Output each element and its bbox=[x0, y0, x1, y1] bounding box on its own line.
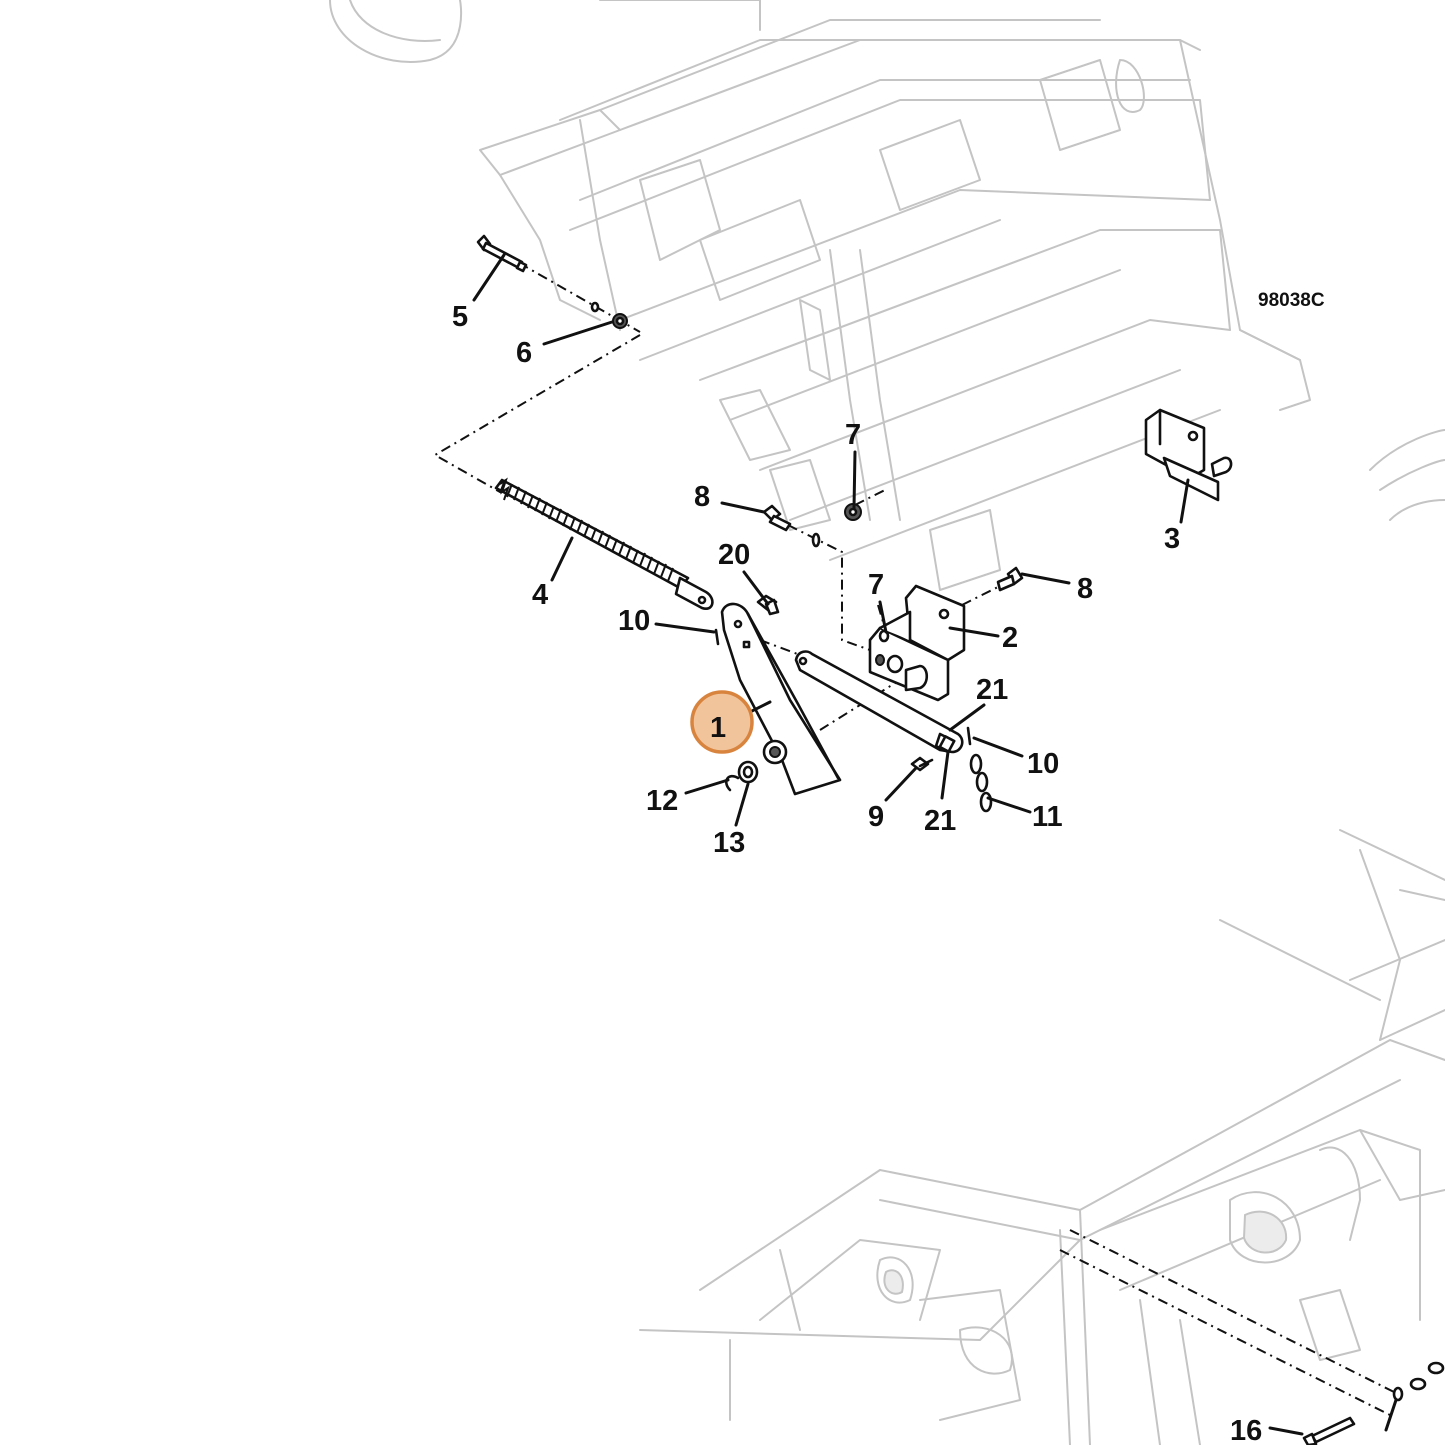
callout-7-lower[interactable]: 7 bbox=[868, 569, 884, 601]
pin-part-16[interactable] bbox=[1302, 1416, 1356, 1445]
ring-small bbox=[811, 532, 821, 548]
callout-5[interactable]: 5 bbox=[452, 301, 468, 333]
callout-21-lower[interactable]: 21 bbox=[924, 805, 956, 837]
chain-lower-right bbox=[1392, 1361, 1445, 1402]
callout-13[interactable]: 13 bbox=[713, 827, 745, 859]
washer-small bbox=[590, 301, 600, 313]
bracket-part-3[interactable] bbox=[1144, 408, 1233, 502]
callout-11[interactable]: 11 bbox=[1032, 801, 1063, 833]
callout-4[interactable]: 4 bbox=[532, 579, 548, 611]
callout-3[interactable]: 3 bbox=[1164, 523, 1180, 555]
callout-8-right[interactable]: 8 bbox=[1077, 573, 1093, 605]
callout-10-right[interactable]: 10 bbox=[1027, 748, 1059, 780]
cotter-pin-part-10-left[interactable] bbox=[714, 628, 720, 646]
background-frame-upper bbox=[329, 0, 1445, 591]
lever-arm-part-1[interactable] bbox=[720, 602, 842, 796]
line-lever-to-rod bbox=[759, 639, 801, 656]
highlight-callout-1 bbox=[690, 690, 754, 754]
line-lower-pin-2 bbox=[1059, 1249, 1391, 1416]
cotter-pin-part-10-right[interactable] bbox=[966, 726, 972, 746]
spring-coils bbox=[499, 479, 674, 582]
bolt-part-8-right[interactable] bbox=[996, 566, 1024, 592]
drawing-code: 98038C bbox=[1258, 290, 1325, 311]
line-lower-pin bbox=[1069, 1229, 1401, 1396]
callout-7-upper[interactable]: 7 bbox=[845, 419, 861, 451]
callout-20[interactable]: 20 bbox=[718, 539, 750, 571]
leader-lines bbox=[472, 253, 1398, 1436]
background-frame-lower bbox=[639, 829, 1445, 1445]
nut-part-6[interactable] bbox=[612, 313, 628, 329]
line-bracket-top bbox=[854, 489, 886, 506]
callout-8-left[interactable]: 8 bbox=[694, 481, 710, 513]
callout-16[interactable]: 16 bbox=[1230, 1415, 1262, 1445]
callout-6[interactable]: 6 bbox=[516, 337, 532, 369]
bolt-part-5[interactable] bbox=[476, 234, 528, 273]
chain-part-11[interactable] bbox=[969, 753, 993, 813]
bracket-part-2[interactable] bbox=[868, 584, 966, 702]
bolt-part-8-left[interactable] bbox=[762, 504, 792, 532]
nut-part-7-upper[interactable] bbox=[844, 503, 862, 521]
line-spring-to-bracket bbox=[787, 524, 871, 651]
spacer-part-21[interactable] bbox=[938, 735, 956, 753]
spring-part-4[interactable] bbox=[494, 477, 714, 610]
callout-2[interactable]: 2 bbox=[1002, 622, 1018, 654]
callout-9[interactable]: 9 bbox=[868, 801, 884, 833]
callout-12[interactable]: 12 bbox=[646, 785, 678, 817]
clip-part-12[interactable] bbox=[725, 774, 740, 792]
callout-10-left[interactable]: 10 bbox=[618, 605, 650, 637]
line-bracket-right bbox=[961, 581, 1009, 606]
line-nut-to-spring bbox=[432, 334, 641, 493]
callout-1[interactable]: 1 bbox=[710, 712, 726, 744]
callout-21-upper[interactable]: 21 bbox=[976, 674, 1008, 706]
washer-part-13[interactable] bbox=[737, 760, 759, 784]
callouts: 1 2 3 4 5 6 7 7 8 8 9 10 10 11 12 13 16 … bbox=[452, 301, 1262, 1445]
